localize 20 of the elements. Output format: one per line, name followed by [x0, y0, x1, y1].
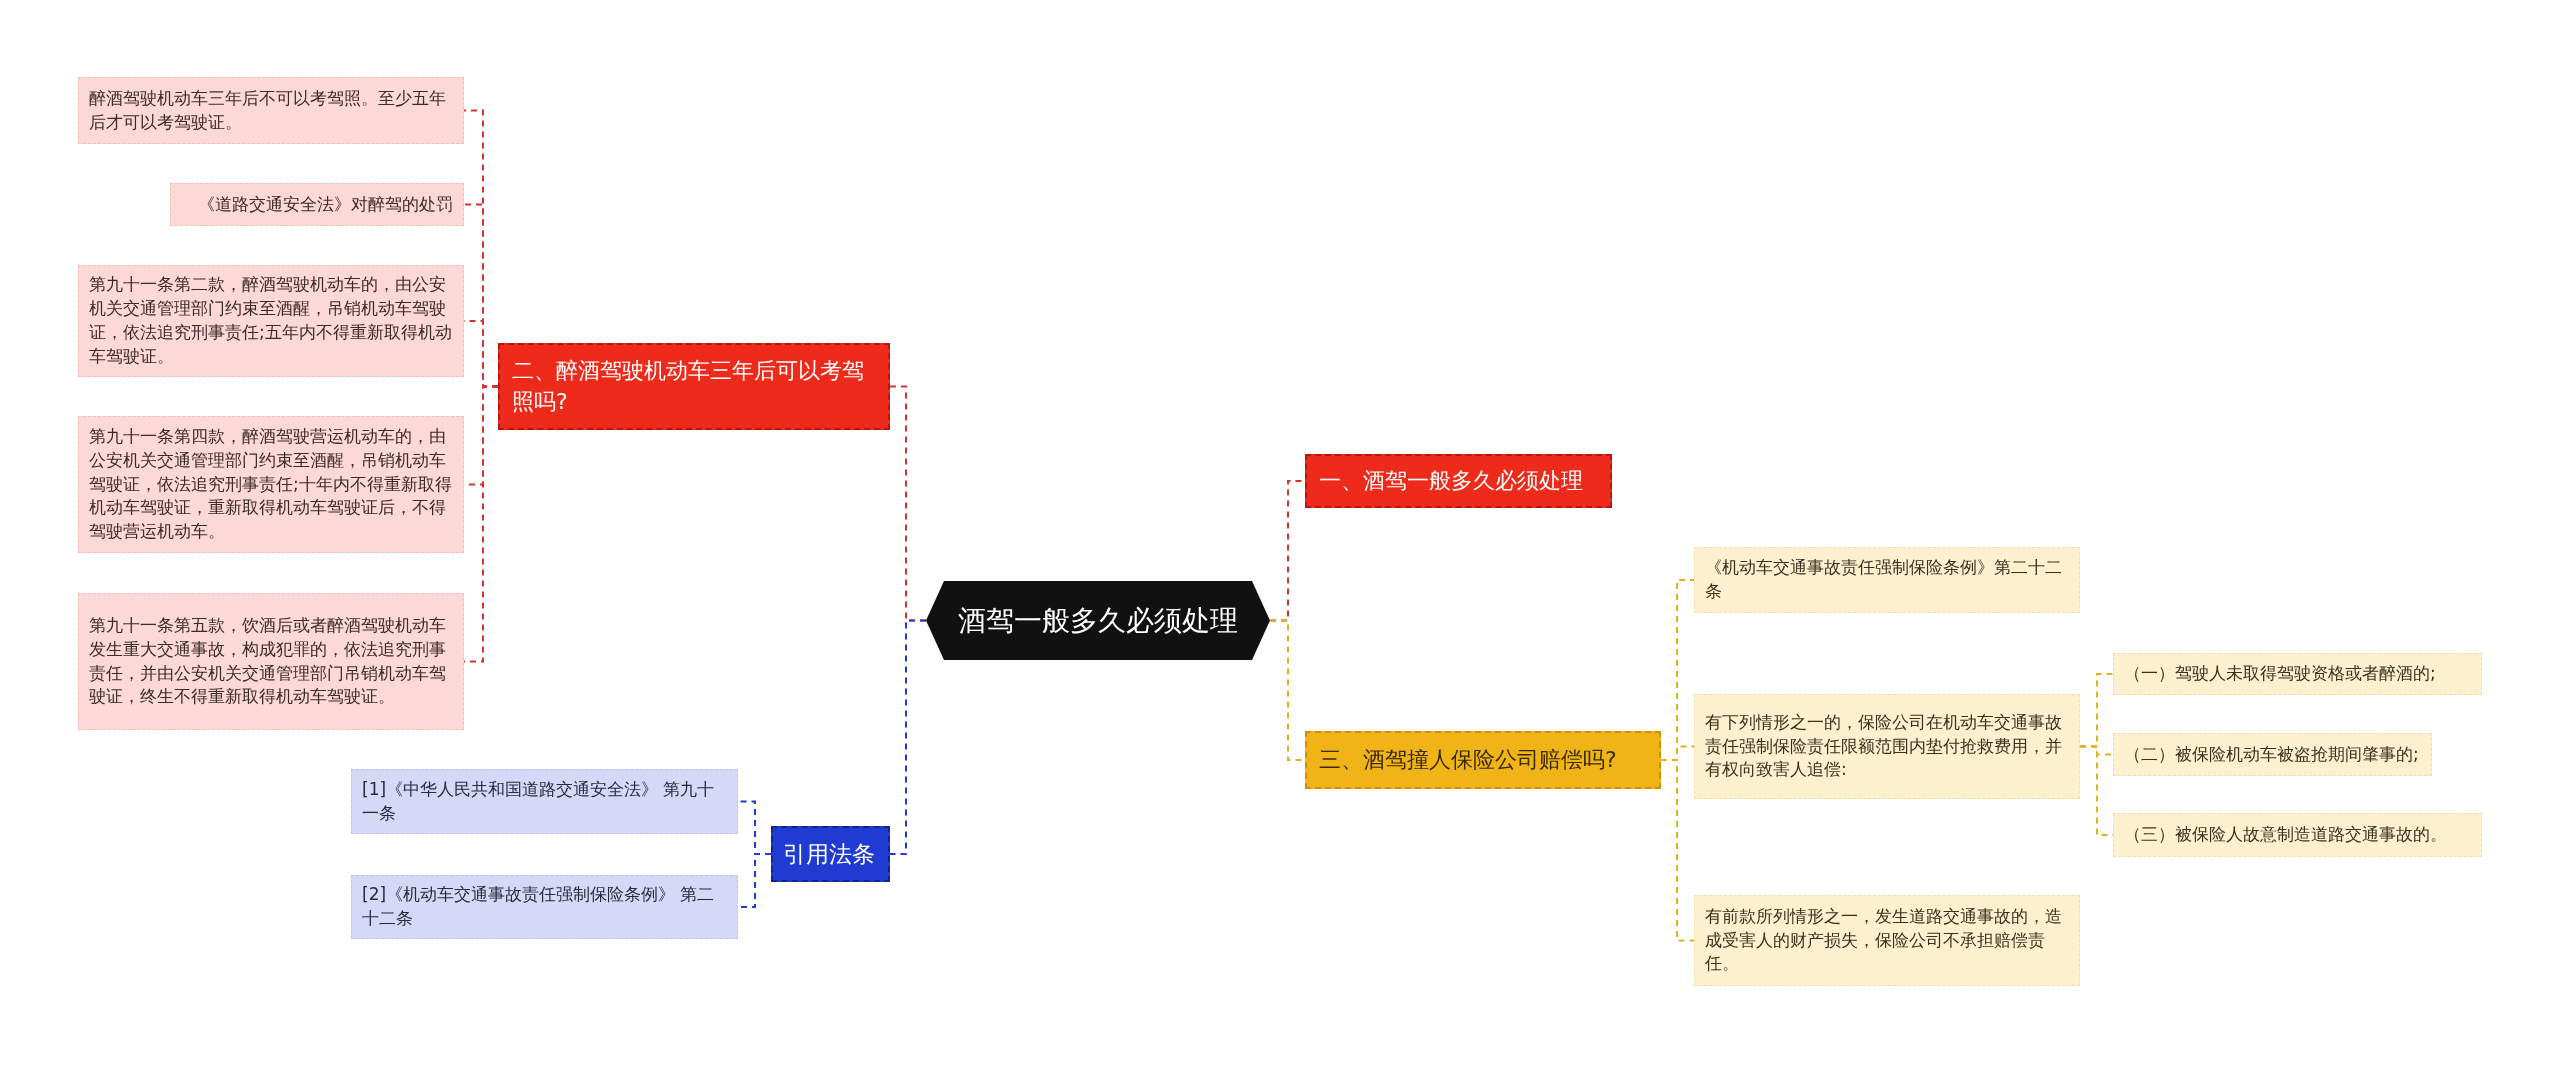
topic-box: 二、醉酒驾驶机动车三年后可以考驾照吗? — [498, 343, 890, 430]
text-box: 醉酒驾驶机动车三年后不可以考驾照。至少五年后才可以考驾驶证。 — [78, 77, 464, 144]
text-box: （二）被保险机动车被盗抢期间肇事的; — [2113, 733, 2432, 776]
text-box: 有下列情形之一的，保险公司在机动车交通事故责任强制保险责任限额范围内垫付抢救费用，并有权向致害人追偿: — [1694, 694, 2080, 799]
connector — [889, 619, 927, 855]
central-topic: 酒驾一般多久必须处理 — [926, 581, 1270, 660]
text-box: （三）被保险人故意制造道路交通事故的。 — [2113, 813, 2482, 857]
topic-box: 一、酒驾一般多久必须处理 — [1305, 454, 1612, 508]
topic-box: 引用法条 — [771, 826, 890, 882]
text-box: 第九十一条第五款，饮酒后或者醉酒驾驶机动车发生重大交通事故，构成犯罪的，依法追究刑事责任，并由公安机关交通管理部门吊销机动车驾驶证，终生不得重新取得机动车驾驶证。 — [78, 593, 464, 730]
text-box: （一）驾驶人未取得驾驶资格或者醉酒的; — [2113, 653, 2482, 695]
text-box: [2]《机动车交通事故责任强制保险条例》 第二十二条 — [351, 875, 738, 939]
text-box: 第九十一条第二款，醉酒驾驶机动车的，由公安机关交通管理部门约束至酒醒，吊销机动车驾驶证，依法追究刑事责任;五年内不得重新取得机动车驾驶证。 — [78, 265, 464, 377]
text-box: 《机动车交通事故责任强制保险条例》第二十二条 — [1694, 547, 2080, 613]
topic-box: 三、酒驾撞人保险公司赔偿吗? — [1305, 731, 1661, 789]
text-box: 《道路交通安全法》对醉驾的处罚 — [170, 183, 464, 226]
connector — [1660, 759, 1695, 942]
text-box: [1]《中华人民共和国道路交通安全法》 第九十一条 — [351, 769, 738, 834]
text-box: 第九十一条第四款，醉酒驾驶营运机动车的，由公安机关交通管理部门约束至酒醒，吊销机动车驾驶证，依法追究刑事责任;十年内不得重新取得机动车驾驶证，重新取得机动车驾驶证后，不得驾驶营运机动车。 — [78, 416, 464, 553]
text-box: 有前款所列情形之一，发生道路交通事故的，造成受害人的财产损失，保险公司不承担赔偿责任。 — [1694, 895, 2080, 986]
